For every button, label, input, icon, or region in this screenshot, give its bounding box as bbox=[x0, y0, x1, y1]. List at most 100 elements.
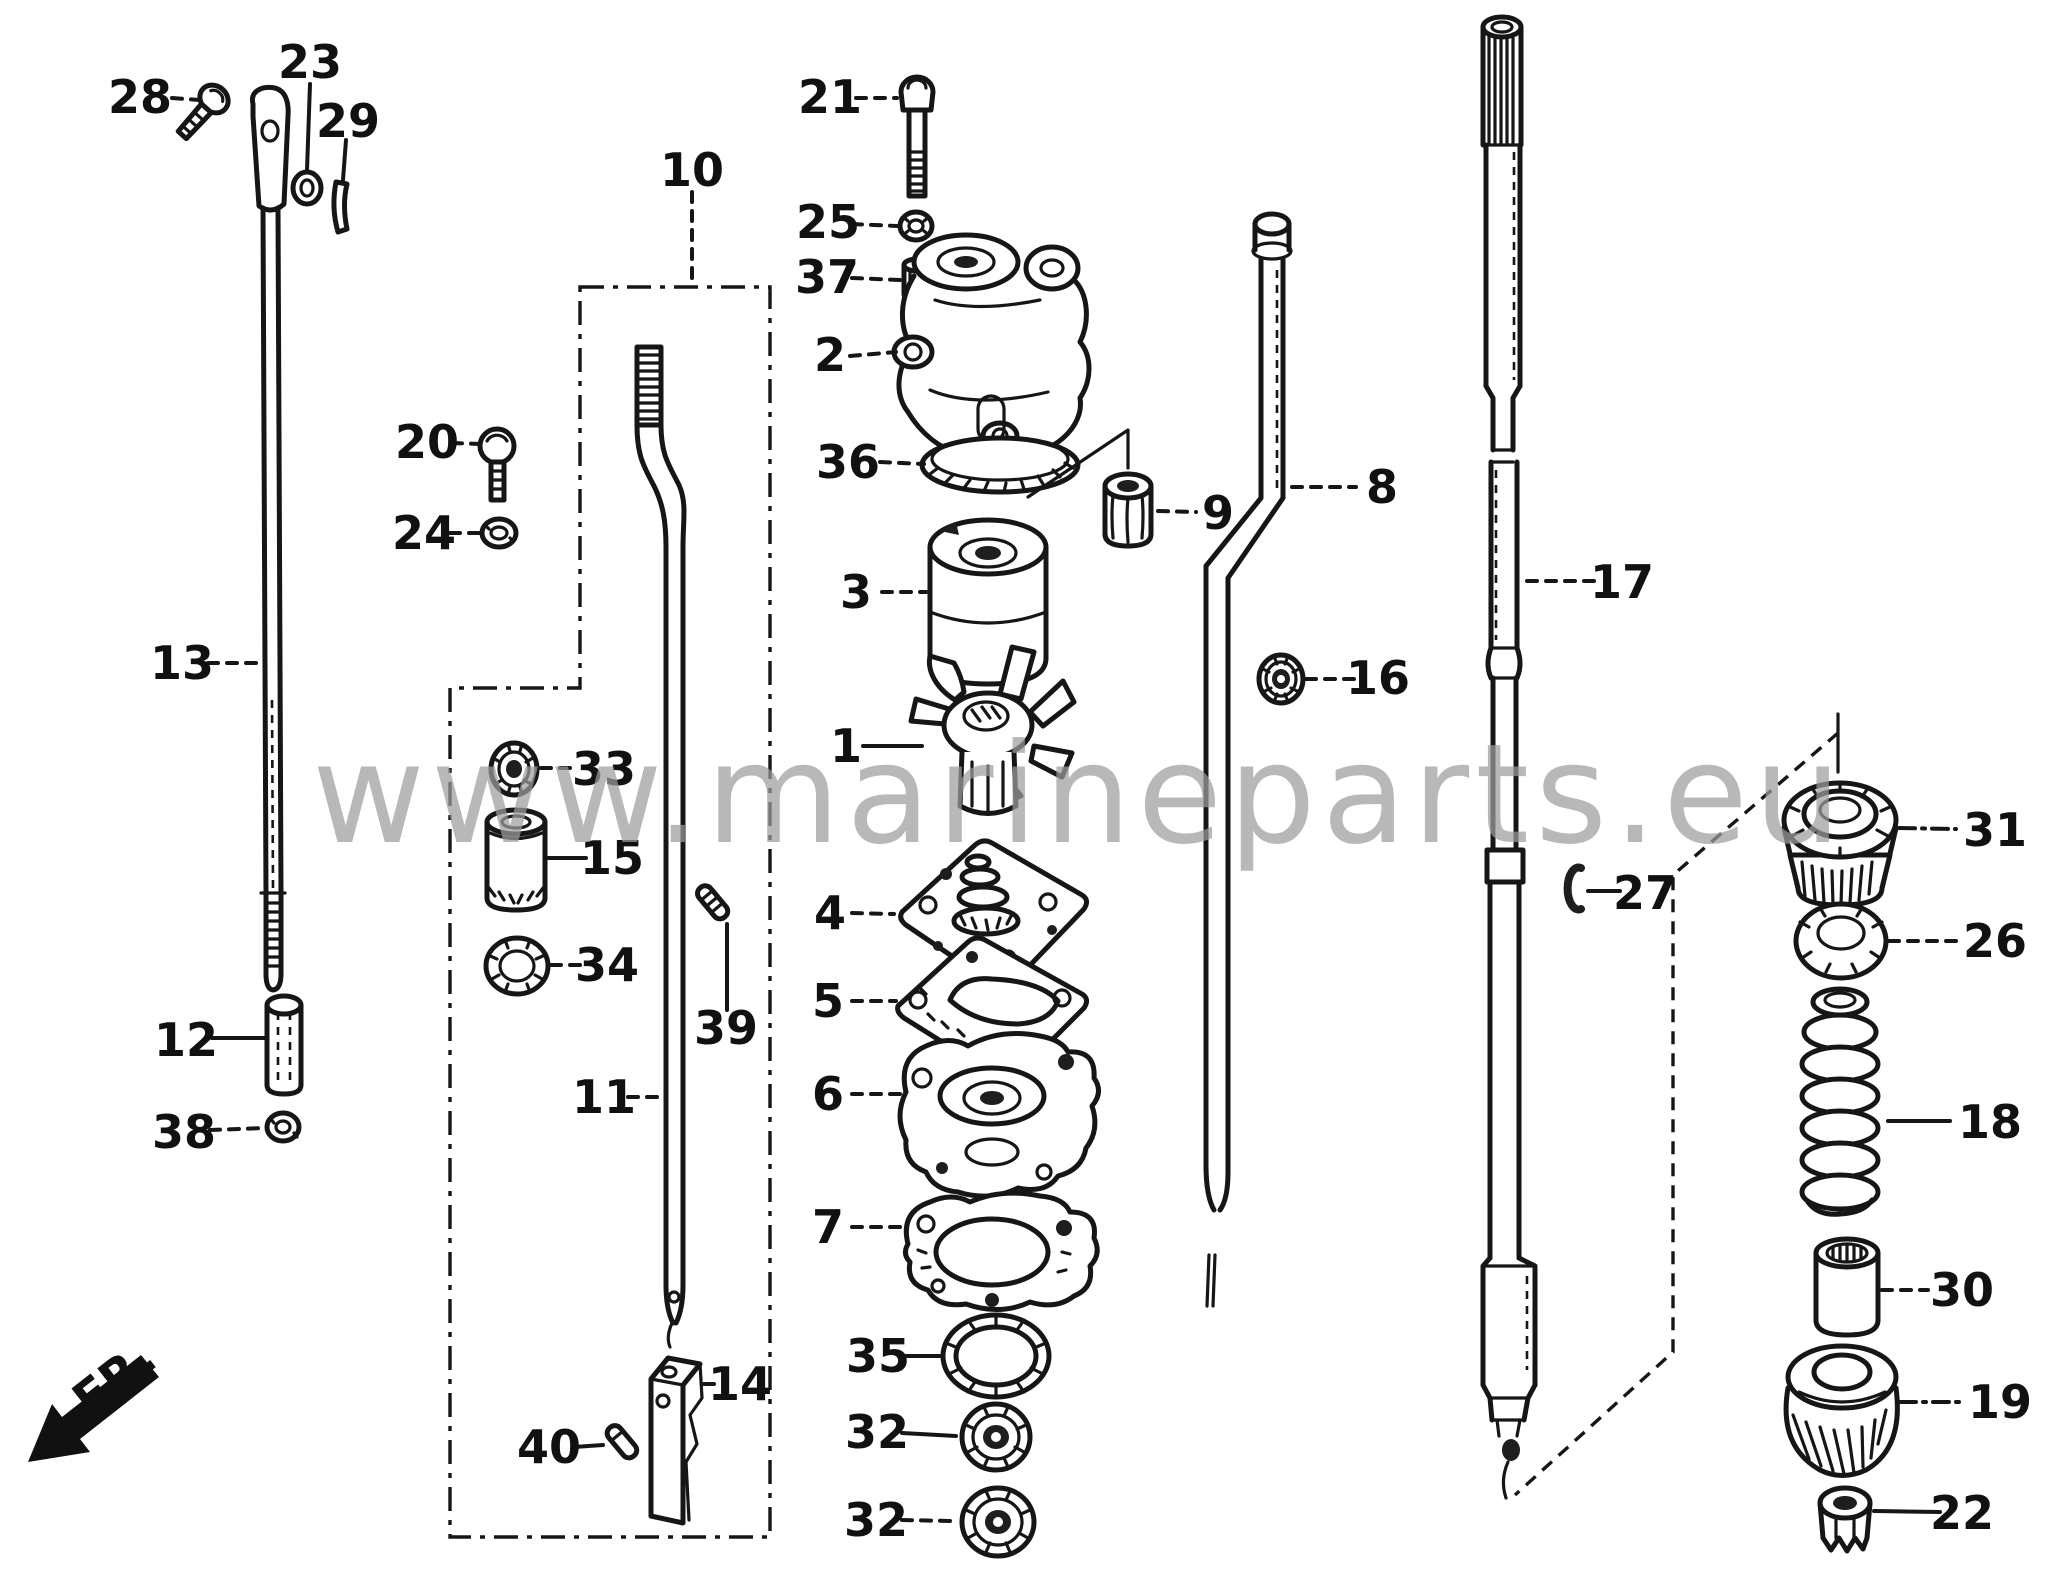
callout-32b: 32 bbox=[844, 1493, 908, 1547]
seal-32a-drawing bbox=[959, 1401, 1033, 1473]
bolt-20-drawing bbox=[477, 426, 517, 503]
callout-7: 7 bbox=[812, 1200, 844, 1254]
leader-31 bbox=[1897, 826, 1958, 831]
leader-32a bbox=[900, 1431, 958, 1438]
oring-34-drawing bbox=[483, 935, 551, 997]
leader-20 bbox=[450, 441, 482, 446]
leader-32b bbox=[900, 1518, 955, 1523]
callout-18: 18 bbox=[1958, 1095, 2022, 1149]
callout-37: 37 bbox=[795, 250, 859, 304]
bushing-15-drawing bbox=[484, 807, 548, 913]
front-direction-indicator: FR. bbox=[28, 1329, 167, 1462]
callout-31: 31 bbox=[1963, 803, 2027, 857]
leader-9 bbox=[1156, 509, 1198, 514]
callout-8: 8 bbox=[1366, 460, 1398, 514]
callout-21: 21 bbox=[798, 70, 862, 124]
bearing-31-drawing bbox=[1781, 780, 1899, 908]
callout-36: 36 bbox=[816, 435, 880, 489]
callout-17: 17 bbox=[1590, 555, 1654, 609]
seal-32b-drawing bbox=[959, 1485, 1037, 1559]
impeller-1-drawing bbox=[908, 644, 1077, 816]
leader-40 bbox=[572, 1443, 605, 1449]
nut-24-drawing bbox=[479, 516, 519, 550]
pointer-line-9 bbox=[1026, 428, 1130, 499]
pump-housing-2-drawing bbox=[891, 232, 1092, 463]
bushing-9-drawing bbox=[1102, 471, 1154, 549]
shaft-8-drawing bbox=[1203, 211, 1293, 1308]
callout-20: 20 bbox=[395, 415, 459, 469]
callout-26: 26 bbox=[1963, 914, 2027, 968]
callout-22: 22 bbox=[1930, 1486, 1994, 1540]
callout-9: 9 bbox=[1202, 486, 1234, 540]
housing-6-drawing bbox=[897, 1031, 1101, 1199]
callout-5: 5 bbox=[812, 974, 844, 1028]
pump-base-36-drawing bbox=[919, 435, 1081, 495]
bolt-28-drawing bbox=[175, 82, 231, 142]
callout-19: 19 bbox=[1968, 1375, 2032, 1429]
detail-pointer-line bbox=[1513, 731, 1840, 1497]
nut-22-drawing bbox=[1817, 1485, 1873, 1554]
callout-15: 15 bbox=[580, 831, 644, 885]
callout-11: 11 bbox=[572, 1070, 636, 1124]
spring-18-drawing bbox=[1799, 986, 1881, 1217]
tube-12-drawing bbox=[264, 993, 304, 1097]
callout-25: 25 bbox=[796, 195, 860, 249]
callout-16: 16 bbox=[1346, 651, 1410, 705]
drive-shaft-17-drawing bbox=[1480, 14, 1538, 1500]
leader-23 bbox=[305, 82, 312, 172]
callout-40: 40 bbox=[517, 1420, 581, 1474]
nut-38-drawing bbox=[264, 1110, 302, 1144]
front-arrow-icon bbox=[28, 1355, 159, 1462]
bolt-21-drawing bbox=[898, 74, 936, 199]
callout-27: 27 bbox=[1613, 866, 1677, 920]
callout-13: 13 bbox=[150, 636, 214, 690]
callout-3: 3 bbox=[840, 565, 872, 619]
callout-10: 10 bbox=[660, 143, 724, 197]
gasket-7-drawing bbox=[902, 1190, 1100, 1313]
callout-32a: 32 bbox=[845, 1405, 909, 1459]
oring-35-drawing bbox=[940, 1312, 1052, 1400]
bearing-30-drawing bbox=[1813, 1236, 1881, 1338]
callout-38: 38 bbox=[152, 1105, 216, 1159]
leader-4 bbox=[850, 911, 896, 916]
bearing-33-drawing bbox=[488, 740, 540, 798]
grommet-16-drawing bbox=[1256, 652, 1306, 706]
leader-22 bbox=[1872, 1509, 1942, 1514]
leader-37 bbox=[850, 276, 902, 282]
leader-29 bbox=[341, 138, 348, 182]
bracket-14-drawing bbox=[648, 1355, 704, 1526]
spring-pin-39-drawing bbox=[695, 883, 731, 922]
leader-28 bbox=[170, 96, 202, 102]
gear-19-drawing bbox=[1783, 1343, 1900, 1478]
callout-30: 30 bbox=[1930, 1263, 1994, 1317]
plate-4-drawing bbox=[898, 838, 1090, 991]
callout-28: 28 bbox=[108, 70, 172, 124]
watermark-text: www.marineparts.eu bbox=[312, 714, 1847, 875]
callout-23: 23 bbox=[278, 35, 342, 89]
clip-27-drawing bbox=[1563, 863, 1585, 914]
shift-rod-11-drawing bbox=[634, 344, 687, 1349]
rod-13-drawing bbox=[250, 84, 291, 993]
callout-2: 2 bbox=[814, 328, 846, 382]
washer-26-drawing bbox=[1793, 901, 1889, 981]
callout-33: 33 bbox=[572, 742, 636, 796]
callout-35: 35 bbox=[846, 1329, 910, 1383]
leader-38 bbox=[208, 1126, 268, 1132]
pin-29-drawing bbox=[331, 179, 350, 235]
callout-12: 12 bbox=[154, 1013, 218, 1067]
callout-24: 24 bbox=[392, 506, 456, 560]
callout-29: 29 bbox=[316, 94, 380, 148]
callout-39: 39 bbox=[694, 1001, 758, 1055]
pin-40-drawing bbox=[604, 1423, 640, 1461]
callout-14: 14 bbox=[708, 1357, 772, 1411]
callout-1: 1 bbox=[830, 719, 862, 773]
leader-2 bbox=[848, 350, 898, 358]
detail-box bbox=[448, 285, 772, 1539]
callout-6: 6 bbox=[812, 1067, 844, 1121]
leader-36 bbox=[878, 460, 926, 466]
nut-25-drawing bbox=[897, 209, 935, 243]
callout-34: 34 bbox=[575, 938, 639, 992]
washer-23-drawing bbox=[290, 169, 324, 207]
